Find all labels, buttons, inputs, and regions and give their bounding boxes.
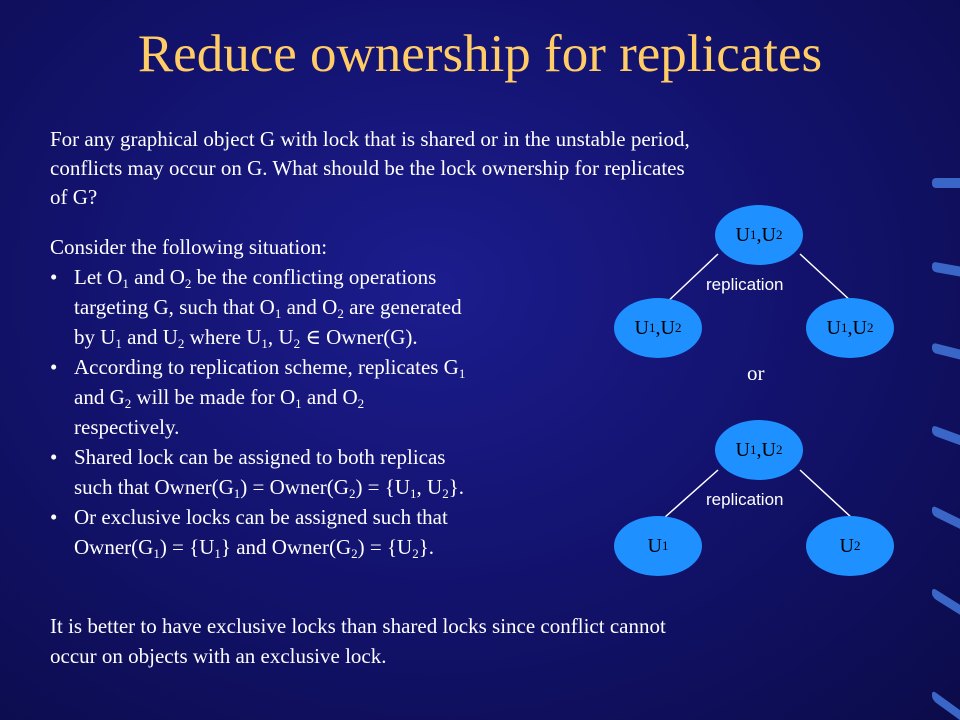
edge-top-left	[663, 253, 719, 306]
bullet-mark: •	[50, 355, 58, 379]
bullet-continuation: Owner(G1) = {U1} and Owner(G2) = {U2}.	[74, 535, 435, 561]
page-title: Reduce ownership for replicates	[137, 25, 823, 83]
intro-line: For any graphical object G with lock tha…	[50, 127, 690, 151]
replication-label: replication	[706, 490, 784, 509]
bullet-continuation: targeting G, such that O1 and O2 are gen…	[74, 295, 462, 321]
bullet-text: According to replication scheme, replica…	[74, 355, 466, 381]
intro-line: of G?	[50, 185, 98, 209]
bullet-text: Let O1 and O2 be the conflicting operati…	[74, 265, 437, 291]
edge-bottom-right	[799, 469, 853, 519]
edge-bottom-left	[663, 469, 719, 519]
bullet-item: • According to replication scheme, repli…	[50, 352, 610, 382]
conclusion-line: occur on objects with an exclusive lock.	[50, 644, 387, 668]
bullet-mark: •	[50, 445, 58, 469]
situation-block: Consider the following situation: • Let …	[50, 232, 610, 562]
or-label: or	[747, 361, 765, 385]
bullet-continuation: respectively.	[74, 415, 180, 439]
intro-paragraph: For any graphical object G with lock tha…	[50, 125, 880, 212]
bullet-mark: •	[50, 265, 58, 289]
bullet-item: • Or exclusive locks can be assigned suc…	[50, 502, 610, 532]
intro-line: conflicts may occur on G. What should be…	[50, 156, 685, 180]
situation-heading: Consider the following situation:	[50, 235, 328, 259]
edge-top-right	[799, 253, 853, 303]
bullet-text: Or exclusive locks can be assigned such …	[74, 505, 448, 529]
bullet-item: • Shared lock can be assigned to both re…	[50, 442, 610, 472]
bullet-text: Shared lock can be assigned to both repl…	[74, 445, 446, 469]
replication-label: replication	[706, 275, 784, 294]
decor-stripe	[932, 178, 960, 188]
bullet-item: • Let O1 and O2 be the conflicting opera…	[50, 262, 610, 292]
bullet-mark: •	[50, 505, 58, 529]
bullet-continuation: and G2 will be made for O1 and O2	[74, 385, 365, 411]
conclusion-paragraph: It is better to have exclusive locks tha…	[50, 611, 880, 671]
conclusion-line: It is better to have exclusive locks tha…	[50, 614, 666, 638]
bullet-continuation: such that Owner(G1) = Owner(G2) = {U1, U…	[74, 475, 465, 501]
bullet-continuation: by U1 and U2 where U1, U2 ∈ Owner(G).	[74, 325, 418, 351]
